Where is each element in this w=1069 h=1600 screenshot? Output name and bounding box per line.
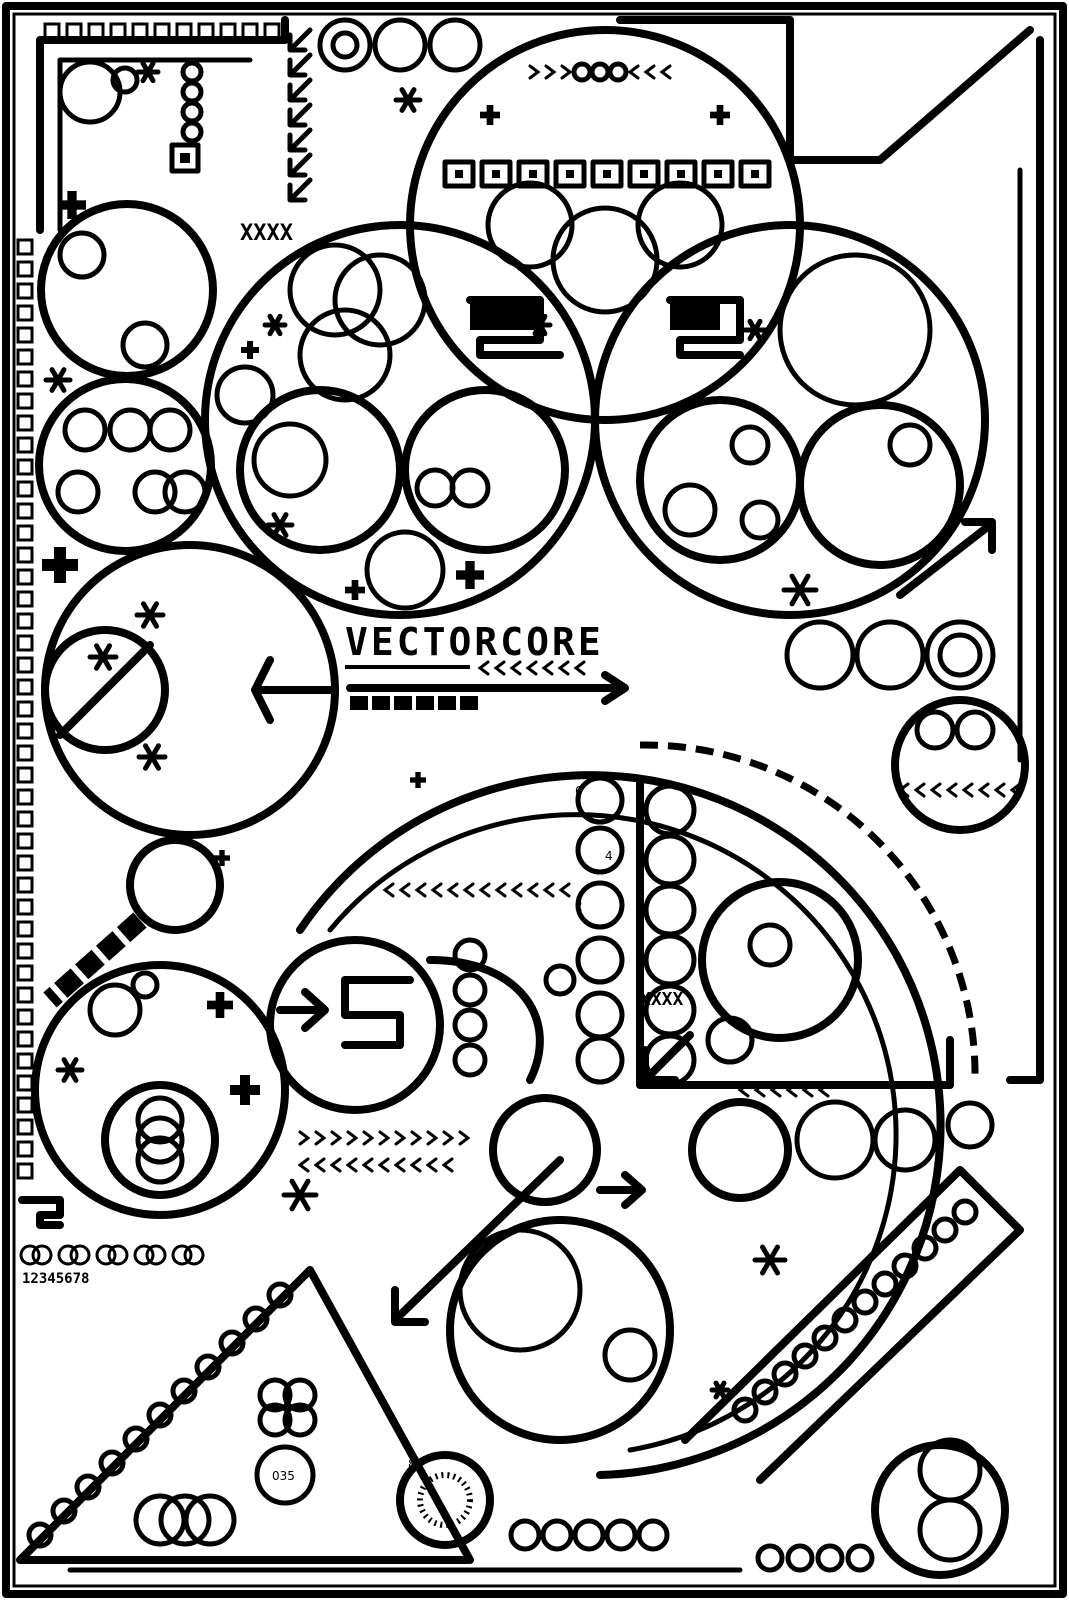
corner-small-ring	[110, 65, 140, 95]
chevron-row-icon-group	[297, 64, 1022, 1173]
center-right-circle	[698, 878, 862, 1042]
inner-circle-center	[550, 205, 660, 315]
diagonal-ring-row	[731, 1198, 979, 1424]
down-left-arrow-column	[287, 27, 313, 203]
number-4: 4	[605, 849, 613, 863]
title: VECTORCORE	[345, 620, 604, 664]
count-label: 035	[272, 1469, 295, 1483]
left-venn-circle	[201, 221, 599, 619]
quad-rings	[257, 1377, 318, 1438]
big-lower-arc	[296, 771, 945, 1479]
left-bottom-small-circle	[364, 529, 446, 611]
right-lower-circle	[636, 396, 804, 564]
left-bottom-overlap-rings	[19, 1244, 205, 1266]
inner-circle-right	[635, 180, 725, 270]
left-middle-circle	[35, 375, 215, 555]
inner-circle-left	[485, 180, 575, 270]
magnifier-ring	[126, 836, 224, 934]
left-inner-ring-a	[287, 242, 383, 338]
right-arrow	[346, 671, 629, 705]
block-row	[350, 696, 478, 710]
ring-stack	[452, 937, 488, 1078]
plus-icon-group	[42, 105, 730, 1105]
down-left-arrow	[641, 1031, 694, 1084]
corner-ring	[57, 59, 123, 125]
block-glyph-right	[666, 296, 744, 359]
bottom-left-triangle	[16, 1266, 474, 1564]
number-8: 8	[408, 1457, 416, 1471]
top-left-bracket-inner	[57, 57, 253, 233]
top-left-vertical-rings	[180, 60, 204, 144]
asterisk-icon-group	[43, 60, 819, 1400]
number-2: 2	[575, 899, 583, 913]
diagonal-band	[681, 1166, 1024, 1484]
left-lower-big-circle	[31, 961, 289, 1219]
left-lower-circle-b	[401, 386, 569, 554]
bottom-left-ring-chain	[26, 1281, 294, 1549]
magnifier-handle	[43, 912, 147, 1008]
inner-frame	[12, 12, 1057, 1588]
bottom-right-circle	[871, 1441, 1009, 1579]
bottom-ring-row	[508, 1518, 875, 1573]
target-square	[169, 142, 201, 174]
right-small-circle	[891, 696, 1029, 834]
right-venn-circle	[591, 221, 989, 619]
top-right-bracket	[616, 16, 1034, 164]
center-left-circle	[266, 936, 444, 1114]
bottom-center-circle	[446, 1216, 674, 1444]
square-box-row	[442, 159, 772, 189]
top-square-border	[43, 22, 281, 40]
top-left-bracket	[36, 16, 289, 234]
left-top-circle	[37, 200, 217, 380]
left-square-border	[16, 238, 34, 1180]
left-inner-ring-b	[332, 252, 428, 348]
triple-overlap-rings	[133, 1493, 237, 1547]
left-arrow	[251, 656, 339, 724]
xxxx-label-top: XXXX	[240, 221, 293, 246]
up-right-arrow	[896, 518, 996, 599]
dial-ring	[396, 1451, 494, 1549]
digit-glyph-5	[341, 976, 414, 1049]
xxxx-label-mid: XXXX	[640, 989, 684, 1010]
dashed-arc	[639, 741, 979, 1081]
right-lower-circle-b	[796, 401, 964, 569]
left-inner-ring-c	[297, 307, 393, 403]
ring-row-ooo	[571, 61, 629, 83]
right-mid-rings	[784, 619, 996, 691]
left-lower-circle	[236, 386, 404, 554]
right-vertical-rail	[1006, 36, 1044, 1084]
left-inner-ring-d	[214, 364, 276, 426]
digit-row: 12345678	[22, 1271, 89, 1287]
number-6: 6	[575, 784, 583, 798]
top-ring-row	[317, 17, 483, 73]
right-inner-circle-a	[777, 252, 933, 408]
